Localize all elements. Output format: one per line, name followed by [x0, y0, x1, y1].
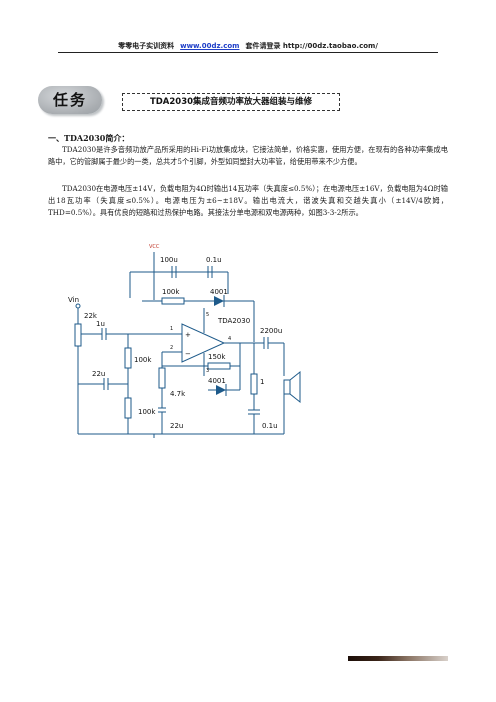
- circuit-pin-4: 4: [228, 336, 231, 342]
- intro-paragraph: TDA2030是许多音频功放产品所采用的Hi-Fi功放集成块，它接法简单，价格实…: [48, 145, 448, 166]
- footer-gradient-bar: [348, 656, 448, 661]
- circuit-label-diode-bottom: 4001: [208, 377, 226, 385]
- circuit-label-c-bias: 22u: [92, 370, 105, 378]
- header-site-link[interactable]: www.00dz.com: [180, 42, 240, 50]
- section-heading: 一、TDA2030简介：: [48, 133, 130, 143]
- circuit-label-c-zobel: 0.1u: [262, 422, 278, 430]
- circuit-label-r-feedback: 150k: [208, 353, 226, 361]
- circuit-diagram: VCC 100u 0.1u 100k 4001 Vin 22k 1u TDA20…: [68, 244, 301, 438]
- circuit-label-r-feedback-top: 100k: [162, 288, 180, 296]
- circuit-opamp-plus: +: [185, 331, 191, 339]
- circuit-label-r-bias-top: 100k: [134, 356, 152, 364]
- circuit-label-diode-top: 4001: [210, 288, 228, 296]
- circuit-label-vcc: VCC: [149, 244, 160, 250]
- spec-paragraph: TDA2030在电源电压±14V，负载电阻为4Ω时输出14瓦功率（失真度≤0.5…: [48, 184, 448, 217]
- circuit-label-vin: Vin: [68, 296, 79, 304]
- task-title: TDA2030集成音频功率放大器组装与维修: [122, 93, 340, 111]
- circuit-label-r-gain: 4.7k: [170, 390, 186, 398]
- task-badge: 任务: [38, 86, 102, 114]
- circuit-label-pot: 22k: [84, 312, 98, 320]
- circuit-label-c-bypass: 0.1u: [206, 256, 222, 264]
- circuit-pin-3: 3: [206, 368, 209, 374]
- circuit-label-r-zobel: 1: [260, 378, 264, 386]
- header-site-name: 零零电子实训资料: [118, 42, 175, 50]
- header-kit-text: 套件请登录 http://00dz.taobao.com/: [245, 42, 378, 50]
- page-header: 零零电子实训资料 www.00dz.com 套件请登录 http://00dz.ta…: [0, 41, 496, 51]
- circuit-pin-5: 5: [206, 312, 209, 318]
- circuit-pin-1: 1: [170, 326, 173, 332]
- circuit-label-ic: TDA2030: [217, 317, 250, 325]
- header-divider: [58, 52, 438, 53]
- circuit-label-r-bias-bottom: 100k: [138, 408, 156, 416]
- circuit-label-c-gain: 22u: [170, 422, 183, 430]
- circuit-opamp-minus: −: [185, 350, 191, 358]
- circuit-label-c-supply: 100u: [160, 256, 178, 264]
- circuit-pin-2: 2: [170, 345, 173, 351]
- circuit-label-c-out: 2200u: [260, 327, 282, 335]
- circuit-label-c-in: 1u: [96, 320, 105, 328]
